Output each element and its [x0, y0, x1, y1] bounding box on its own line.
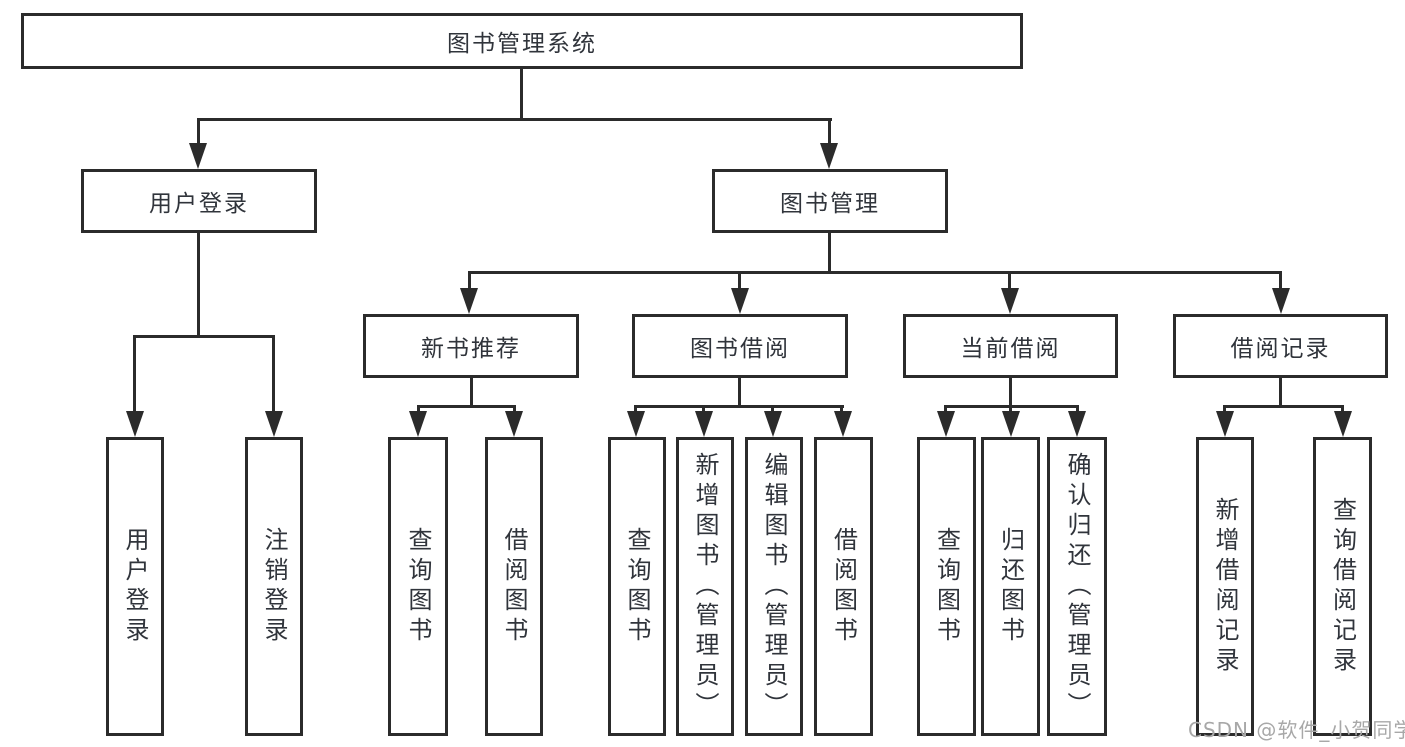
- node-label: 新增图书（管理员）: [691, 451, 719, 722]
- leaf-add-books-admin: 新增图书（管理员）: [676, 437, 734, 736]
- connector-vline: [1009, 405, 1012, 414]
- node-label: 借阅记录: [1230, 336, 1331, 362]
- arrowhead-down-icon: [505, 411, 523, 437]
- node-label: 新书推荐: [421, 336, 521, 362]
- connector-hline: [468, 271, 1282, 274]
- connector-vline: [828, 233, 831, 274]
- node-label: 新增借阅记录: [1211, 496, 1239, 677]
- connector-hline: [133, 335, 275, 338]
- arrowhead-down-icon: [764, 411, 782, 437]
- node-label: 用户登录: [149, 191, 249, 217]
- connector-vline: [417, 405, 420, 414]
- leaf-query-books-borrow: 查询图书: [608, 437, 666, 736]
- arrowhead-down-icon: [1272, 288, 1290, 314]
- node-label: 编辑图书（管理员）: [760, 451, 788, 722]
- connector-hline: [417, 405, 516, 408]
- connector-vline: [634, 405, 637, 414]
- arrowhead-down-icon: [937, 411, 955, 437]
- node-label: 注销登录: [260, 526, 288, 647]
- connector-vline: [197, 118, 200, 146]
- connector-vline: [513, 405, 516, 414]
- connector-vline: [738, 377, 741, 407]
- connector-hline: [1223, 405, 1344, 408]
- leaf-edit-books-admin: 编辑图书（管理员）: [745, 437, 803, 736]
- connector-vline: [272, 335, 275, 413]
- csdn-watermark: CSDN @软件_小贺同学: [1188, 718, 1405, 742]
- connector-vline: [197, 233, 200, 337]
- leaf-confirm-return-admin: 确认归还（管理员）: [1047, 437, 1107, 736]
- node-label: 归还图书: [996, 526, 1025, 647]
- arrowhead-down-icon: [1068, 411, 1086, 437]
- node-label: 用户登录: [121, 526, 149, 647]
- leaf-query-books-recommend: 查询图书: [388, 437, 448, 736]
- leaf-return-books: 归还图书: [981, 437, 1040, 736]
- connector-vline: [1076, 405, 1079, 414]
- node-label: 确认归还（管理员）: [1063, 451, 1091, 722]
- arrowhead-down-icon: [1334, 411, 1352, 437]
- connector-hline: [634, 405, 844, 408]
- node-label: 查询图书: [404, 526, 432, 647]
- connector-hline: [197, 118, 832, 121]
- arrowhead-down-icon: [1216, 411, 1234, 437]
- arrowhead-down-icon: [1002, 411, 1020, 437]
- connector-vline: [1009, 377, 1012, 407]
- arrowhead-down-icon: [265, 411, 283, 437]
- arrowhead-down-icon: [1001, 288, 1019, 314]
- connector-vline: [520, 69, 523, 120]
- leaf-query-borrow-record: 查询借阅记录: [1313, 437, 1372, 736]
- connector-vline: [840, 405, 843, 414]
- arrowhead-down-icon: [731, 288, 749, 314]
- node-label: 查询图书: [932, 526, 961, 647]
- connector-vline: [1279, 271, 1282, 291]
- leaf-logout: 注销登录: [245, 437, 303, 736]
- node-user-login: 用户登录: [81, 169, 317, 233]
- arrowhead-down-icon: [695, 411, 713, 437]
- connector-vline: [1341, 405, 1344, 414]
- connector-vline: [1008, 271, 1011, 291]
- node-label: 图书管理: [780, 191, 880, 217]
- connector-vline: [1279, 377, 1282, 407]
- node-book-management: 图书管理: [712, 169, 948, 233]
- node-label: 图书管理系统: [447, 31, 597, 57]
- arrowhead-down-icon: [460, 288, 478, 314]
- leaf-add-borrow-record: 新增借阅记录: [1196, 437, 1254, 736]
- connector-vline: [133, 335, 136, 413]
- connector-vline: [1223, 405, 1226, 414]
- node-label: 查询借阅记录: [1328, 496, 1357, 677]
- connector-vline: [470, 377, 473, 407]
- node-root-library-system: 图书管理系统: [21, 13, 1023, 69]
- connector-vline: [738, 271, 741, 291]
- node-label: 借阅图书: [500, 526, 528, 647]
- arrowhead-down-icon: [820, 143, 838, 169]
- arrowhead-down-icon: [126, 411, 144, 437]
- node-new-book-recommend: 新书推荐: [363, 314, 579, 378]
- arrowhead-down-icon: [627, 411, 645, 437]
- arrowhead-down-icon: [189, 143, 207, 169]
- connector-vline: [468, 271, 471, 291]
- connector-vline: [944, 405, 947, 414]
- connector-vline: [771, 405, 774, 414]
- leaf-borrow-books: 借阅图书: [814, 437, 873, 736]
- node-label: 查询图书: [623, 526, 651, 647]
- node-label: 借阅图书: [829, 526, 858, 647]
- node-current-borrow: 当前借阅: [903, 314, 1118, 378]
- node-book-borrow: 图书借阅: [632, 314, 848, 378]
- leaf-user-login: 用户登录: [106, 437, 164, 736]
- node-label: 图书借阅: [690, 336, 790, 362]
- node-label: 当前借阅: [960, 336, 1061, 362]
- leaf-query-books-current: 查询图书: [917, 437, 976, 736]
- leaf-borrow-books-recommend: 借阅图书: [485, 437, 543, 736]
- arrowhead-down-icon: [834, 411, 852, 437]
- connector-vline: [828, 118, 831, 146]
- node-borrow-records: 借阅记录: [1173, 314, 1388, 378]
- arrowhead-down-icon: [409, 411, 427, 437]
- connector-vline: [702, 405, 705, 414]
